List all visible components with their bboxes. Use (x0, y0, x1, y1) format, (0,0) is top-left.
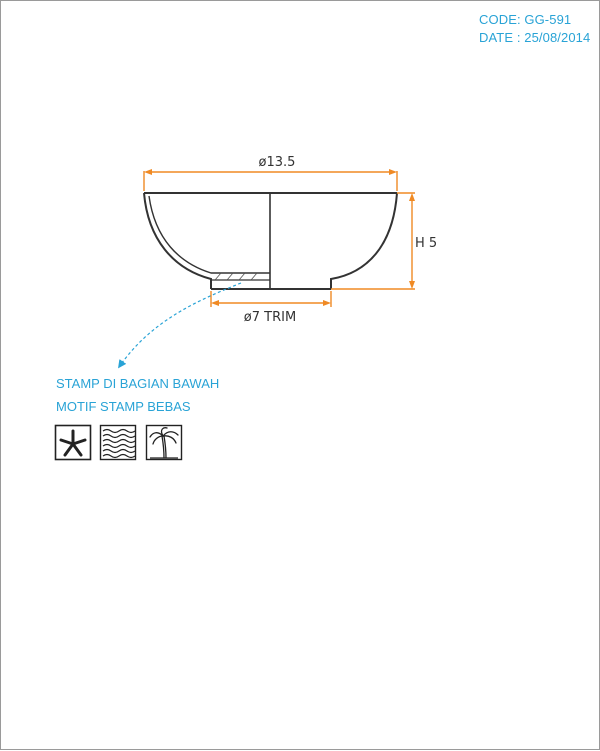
stamp-notes: STAMP DI BAGIAN BAWAH MOTIF STAMP BEBAS (56, 372, 219, 418)
starfish-icon (54, 424, 92, 461)
foot-diameter-dimension (210, 291, 332, 307)
bowl-right-outer-wall (330, 192, 398, 289)
bowl-left-inner-wall (148, 195, 270, 274)
product-code: CODE: GG-591 (479, 12, 572, 27)
foot-diameter-label: ø7 TRIM (244, 310, 296, 325)
drawing-date: DATE : 25/08/2014 (479, 30, 591, 45)
stamp-note-motif: MOTIF STAMP BEBAS (56, 399, 191, 414)
height-dimension (331, 192, 415, 290)
section-hatch (214, 272, 258, 281)
waves-icon (99, 424, 137, 461)
stamp-note-location: STAMP DI BAGIAN BAWAH (56, 376, 220, 391)
height-label: H 5 (415, 236, 437, 251)
title-block: CODE: GG-591 DATE : 25/08/2014 (479, 11, 590, 47)
bowl-profile (143, 192, 398, 290)
bowl-left-outer-wall (143, 192, 212, 289)
rim-diameter-dimension (143, 169, 398, 191)
stamp-leader-arrow (118, 282, 242, 369)
palm-tree-icon (145, 424, 183, 461)
rim-diameter-label: ø13.5 (259, 155, 296, 170)
